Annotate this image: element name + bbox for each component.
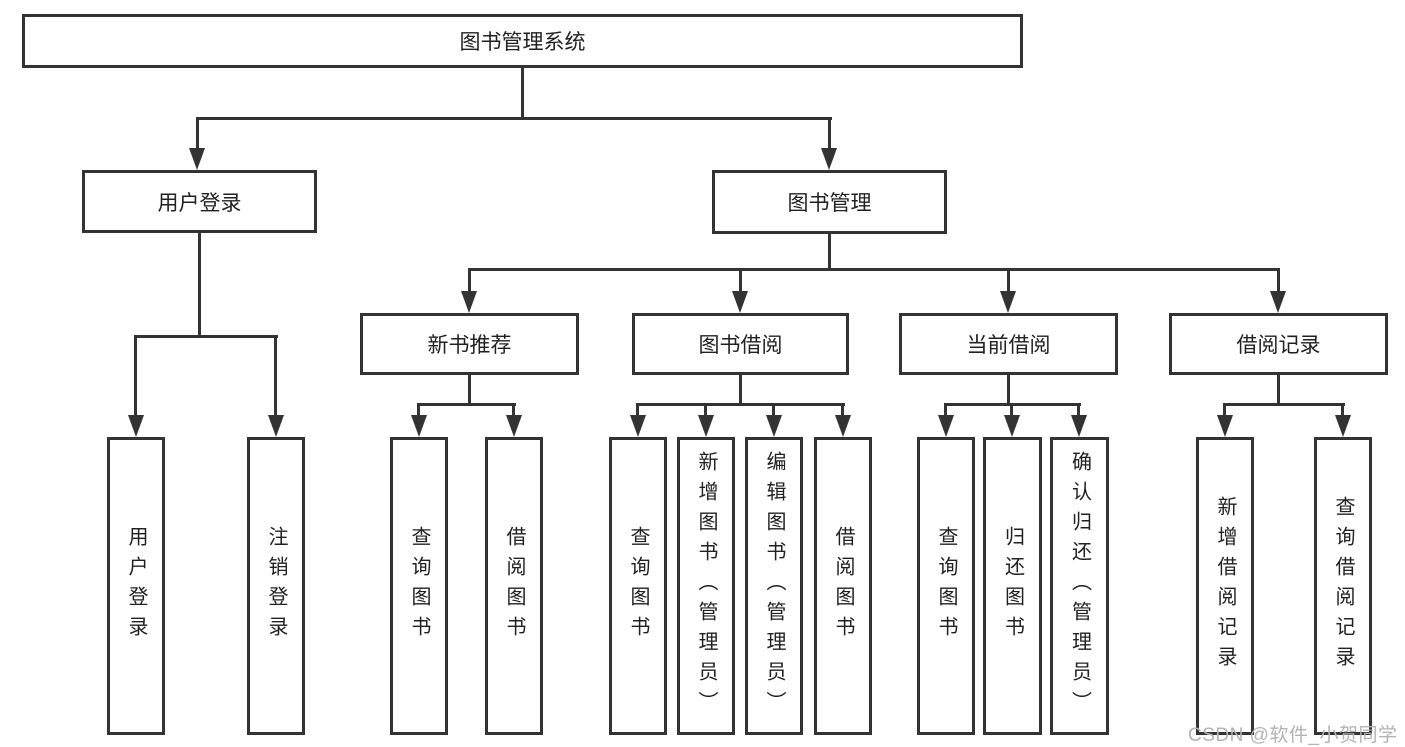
- connector-br-bus: [1223, 403, 1345, 406]
- arrowhead-book-management: [821, 148, 837, 170]
- leaf-br-query-record: 查询借阅记录: [1314, 437, 1372, 735]
- leaf-bb-edit-books-admin: 编辑图书（管理员）: [745, 437, 803, 735]
- node-borrow-records-label: 借阅记录: [1236, 334, 1321, 357]
- arrowhead-br-add: [1217, 415, 1233, 437]
- leaf-cb-confirm-return-admin-label: 确认归还（管理员）: [1068, 451, 1091, 721]
- arrowhead-leaf-user-login: [128, 415, 144, 437]
- arrowhead-user-login: [189, 148, 205, 170]
- arrowhead-cb-query: [938, 415, 954, 437]
- connector-drop-book-management: [828, 117, 831, 151]
- connector-drop-user-login: [196, 117, 199, 151]
- leaf-nbr-borrow-books: 借阅图书: [485, 437, 543, 735]
- connector-drop-bb-borrow: [841, 403, 844, 419]
- leaf-bb-query-books-label: 查询图书: [627, 526, 649, 646]
- connector-drop-book-borrow: [739, 268, 742, 293]
- node-current-borrow: 当前借阅: [899, 313, 1118, 375]
- leaf-cb-query-books-label: 查询图书: [935, 526, 957, 646]
- leaf-bb-add-books-admin: 新增图书（管理员）: [677, 437, 735, 735]
- node-borrow-records: 借阅记录: [1169, 313, 1388, 375]
- node-book-borrow-label: 图书借阅: [698, 334, 783, 357]
- node-current-borrow-label: 当前借阅: [966, 334, 1051, 357]
- leaf-bb-borrow-books: 借阅图书: [814, 437, 872, 735]
- leaf-user-login-label: 用户登录: [125, 526, 147, 646]
- arrowhead-cb-confirm: [1071, 415, 1087, 437]
- connector-drop-borrow-records: [1277, 268, 1280, 293]
- node-new-book-recommend-label: 新书推荐: [427, 334, 512, 357]
- connector-nbr-bus: [417, 403, 516, 406]
- arrowhead-bb-borrow: [835, 415, 851, 437]
- arrowhead-leaf-logout: [268, 415, 284, 437]
- leaf-cb-return-books-label: 归还图书: [1001, 526, 1024, 646]
- connector-br-stem: [1277, 375, 1280, 405]
- connector-bb-bus: [636, 403, 845, 406]
- connector-root-stem: [521, 66, 524, 120]
- node-root: 图书管理系统: [22, 14, 1023, 68]
- leaf-nbr-query-books: 查询图书: [390, 437, 448, 735]
- node-user-login: 用户登录: [82, 170, 317, 233]
- leaf-nbr-borrow-books-label: 借阅图书: [503, 526, 525, 646]
- leaf-cb-confirm-return-admin: 确认归还（管理员）: [1050, 437, 1109, 735]
- arrowhead-current-borrow: [1000, 291, 1016, 313]
- leaf-logout-label: 注销登录: [265, 526, 287, 646]
- connector-drop-cb-query: [944, 403, 947, 419]
- connector-drop-new-book-recommend: [468, 268, 471, 293]
- node-book-borrow: 图书借阅: [632, 313, 849, 375]
- connector-level2-bus: [468, 268, 1280, 271]
- node-root-label: 图书管理系统: [459, 31, 586, 54]
- connector-drop-nbr-query: [417, 403, 420, 419]
- node-new-book-recommend: 新书推荐: [360, 313, 579, 375]
- arrowhead-cb-return: [1004, 415, 1020, 437]
- csdn-watermark: CSDN @软件_小贺同学: [1188, 725, 1398, 746]
- leaf-nbr-query-books-label: 查询图书: [408, 526, 430, 646]
- arrowhead-book-borrow: [732, 291, 748, 313]
- connector-drop-current-borrow: [1007, 268, 1010, 293]
- connector-drop-cb-confirm: [1077, 403, 1080, 419]
- leaf-bb-query-books: 查询图书: [609, 437, 667, 735]
- leaf-br-add-record: 新增借阅记录: [1196, 437, 1254, 735]
- connector-book-management-stem: [828, 234, 831, 271]
- connector-bb-stem: [739, 375, 742, 405]
- leaf-br-query-record-label: 查询借阅记录: [1332, 496, 1354, 676]
- connector-nbr-stem: [468, 375, 471, 405]
- connector-drop-leaf-logout: [274, 335, 277, 417]
- leaf-br-add-record-label: 新增借阅记录: [1214, 496, 1236, 676]
- leaf-cb-query-books: 查询图书: [917, 437, 975, 735]
- arrowhead-nbr-query: [411, 415, 427, 437]
- leaf-bb-add-books-admin-label: 新增图书（管理员）: [695, 451, 717, 721]
- arrowhead-br-query: [1335, 415, 1351, 437]
- connector-drop-br-query: [1341, 403, 1344, 419]
- leaf-cb-return-books: 归还图书: [983, 437, 1042, 735]
- connector-level1-bus: [196, 117, 832, 120]
- connector-drop-leaf-user-login: [134, 335, 137, 417]
- arrowhead-borrow-records: [1270, 291, 1286, 313]
- leaf-user-login: 用户登录: [107, 437, 165, 735]
- node-user-login-label: 用户登录: [157, 191, 242, 215]
- connector-drop-nbr-borrow: [512, 403, 515, 419]
- connector-drop-bb-edit: [772, 403, 775, 419]
- connector-user-login-stem: [198, 233, 201, 337]
- node-book-management: 图书管理: [712, 170, 947, 234]
- arrowhead-bb-query: [630, 415, 646, 437]
- node-book-management-label: 图书管理: [787, 192, 872, 215]
- arrowhead-bb-add: [698, 415, 714, 437]
- connector-drop-cb-return: [1010, 403, 1013, 419]
- connector-user-login-bus: [134, 335, 278, 338]
- leaf-bb-edit-books-admin-label: 编辑图书（管理员）: [763, 451, 785, 721]
- arrowhead-new-book-recommend: [461, 291, 477, 313]
- connector-drop-bb-add: [704, 403, 707, 419]
- connector-cb-stem: [1007, 375, 1010, 405]
- connector-drop-bb-query: [636, 403, 639, 419]
- leaf-bb-borrow-books-label: 借阅图书: [832, 526, 854, 646]
- arrowhead-bb-edit: [766, 415, 782, 437]
- leaf-logout: 注销登录: [247, 437, 305, 735]
- connector-drop-br-add: [1223, 403, 1226, 419]
- arrowhead-nbr-borrow: [506, 415, 522, 437]
